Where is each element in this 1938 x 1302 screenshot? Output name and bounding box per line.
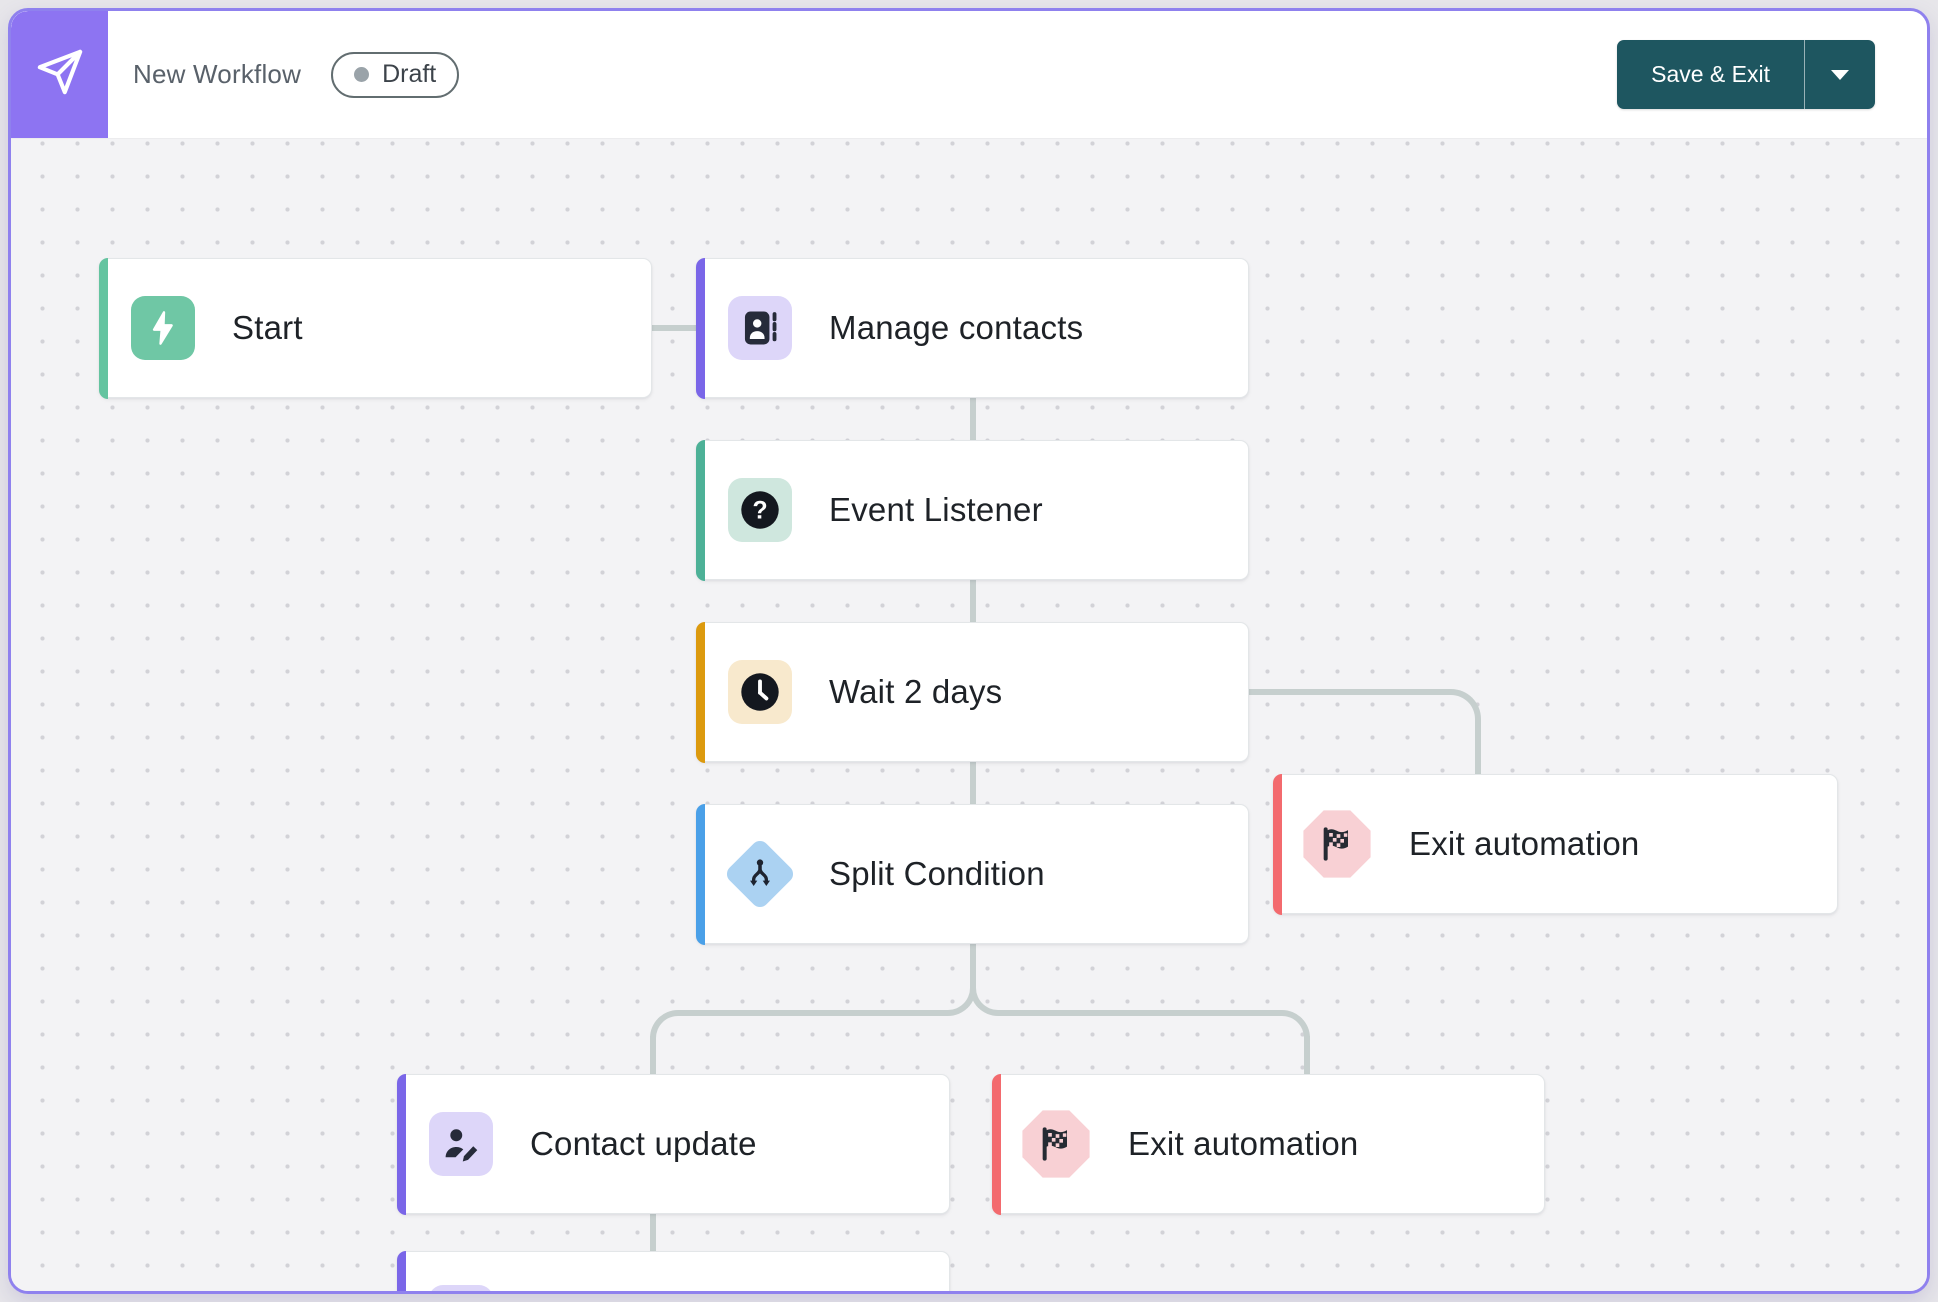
node-label: Manage contacts: [829, 309, 1084, 346]
checkered-flag-icon: [1022, 1110, 1090, 1178]
header-bar: New Workflow Draft Save & Exit: [11, 11, 1927, 139]
lightning-bolt-icon: [131, 296, 195, 360]
node-start[interactable]: Start: [98, 257, 652, 399]
save-exit-dropdown-button[interactable]: [1805, 40, 1875, 109]
node-accent-stripe: [396, 1250, 406, 1291]
connector-split-stem: [970, 944, 976, 990]
connector-fork-right-h: [998, 1010, 1278, 1016]
connector-fork-left-v: [650, 1036, 656, 1074]
node-event-listener[interactable]: ? Event Listener: [695, 439, 1249, 581]
connector-manage-event: [970, 398, 976, 440]
brand-logo: [11, 11, 108, 138]
app-window: New Workflow Draft Save & Exit: [8, 8, 1930, 1294]
status-badge: Draft: [331, 51, 460, 98]
connector-contact-next: [650, 1214, 656, 1251]
status-badge-label: Draft: [382, 60, 437, 88]
node-contact-update[interactable]: Contact update: [396, 1073, 950, 1215]
node-label: Contact update: [530, 1125, 757, 1162]
node-wait[interactable]: Wait 2 days: [695, 621, 1249, 763]
workflow-canvas[interactable]: Start Manage contacts ?: [11, 138, 1927, 1291]
clock-icon: [728, 660, 792, 724]
connector-wait-split: [970, 762, 976, 804]
connector-fork-left-corner2: [650, 1010, 682, 1038]
connector-event-wait: [970, 580, 976, 622]
node-accent-stripe: [1272, 773, 1282, 915]
connector-fork-right-corner1: [970, 988, 1002, 1016]
node-exit-automation-bottom[interactable]: Exit automation: [991, 1073, 1545, 1215]
connector-wait-exit-h: [1249, 689, 1450, 695]
node-exit-automation-right[interactable]: Exit automation: [1272, 773, 1838, 915]
status-dot-icon: [354, 67, 370, 82]
address-book-icon: [728, 296, 792, 360]
node-accent-stripe: [991, 1073, 1001, 1215]
node-label: Exit automation: [1409, 825, 1640, 862]
paper-plane-icon: [34, 46, 86, 103]
node-icon: [429, 1285, 493, 1291]
connector-fork-right-corner2: [1278, 1010, 1310, 1038]
connector-fork-right-v: [1304, 1036, 1310, 1074]
node-accent-stripe: [98, 257, 108, 399]
save-exit-split-button: Save & Exit: [1617, 40, 1875, 109]
person-edit-icon: [429, 1112, 493, 1176]
node-label: Event Listener: [829, 491, 1043, 528]
question-mark-icon: ?: [728, 478, 792, 542]
node-partial-bottom[interactable]: [396, 1250, 950, 1291]
node-label: Start: [232, 309, 303, 346]
node-manage-contacts[interactable]: Manage contacts: [695, 257, 1249, 399]
node-accent-stripe: [695, 621, 705, 763]
chevron-down-icon: [1831, 69, 1849, 80]
node-accent-stripe: [695, 803, 705, 945]
node-accent-stripe: [695, 257, 705, 399]
split-arrows-icon: [723, 837, 797, 911]
node-accent-stripe: [396, 1073, 406, 1215]
node-accent-stripe: [695, 439, 705, 581]
connector-wait-exit-v: [1475, 720, 1481, 774]
node-label: Exit automation: [1128, 1125, 1359, 1162]
workflow-title: New Workflow: [133, 59, 302, 89]
checkered-flag-icon: [1303, 810, 1371, 878]
node-label: Wait 2 days: [829, 673, 1003, 710]
connector-start-manage: [652, 325, 696, 331]
save-exit-button[interactable]: Save & Exit: [1617, 40, 1805, 109]
connector-fork-left-h: [678, 1010, 948, 1016]
node-label: Split Condition: [829, 855, 1045, 892]
node-split-condition[interactable]: Split Condition: [695, 803, 1249, 945]
svg-text:?: ?: [752, 497, 767, 524]
connector-wait-exit-corner: [1450, 689, 1481, 722]
